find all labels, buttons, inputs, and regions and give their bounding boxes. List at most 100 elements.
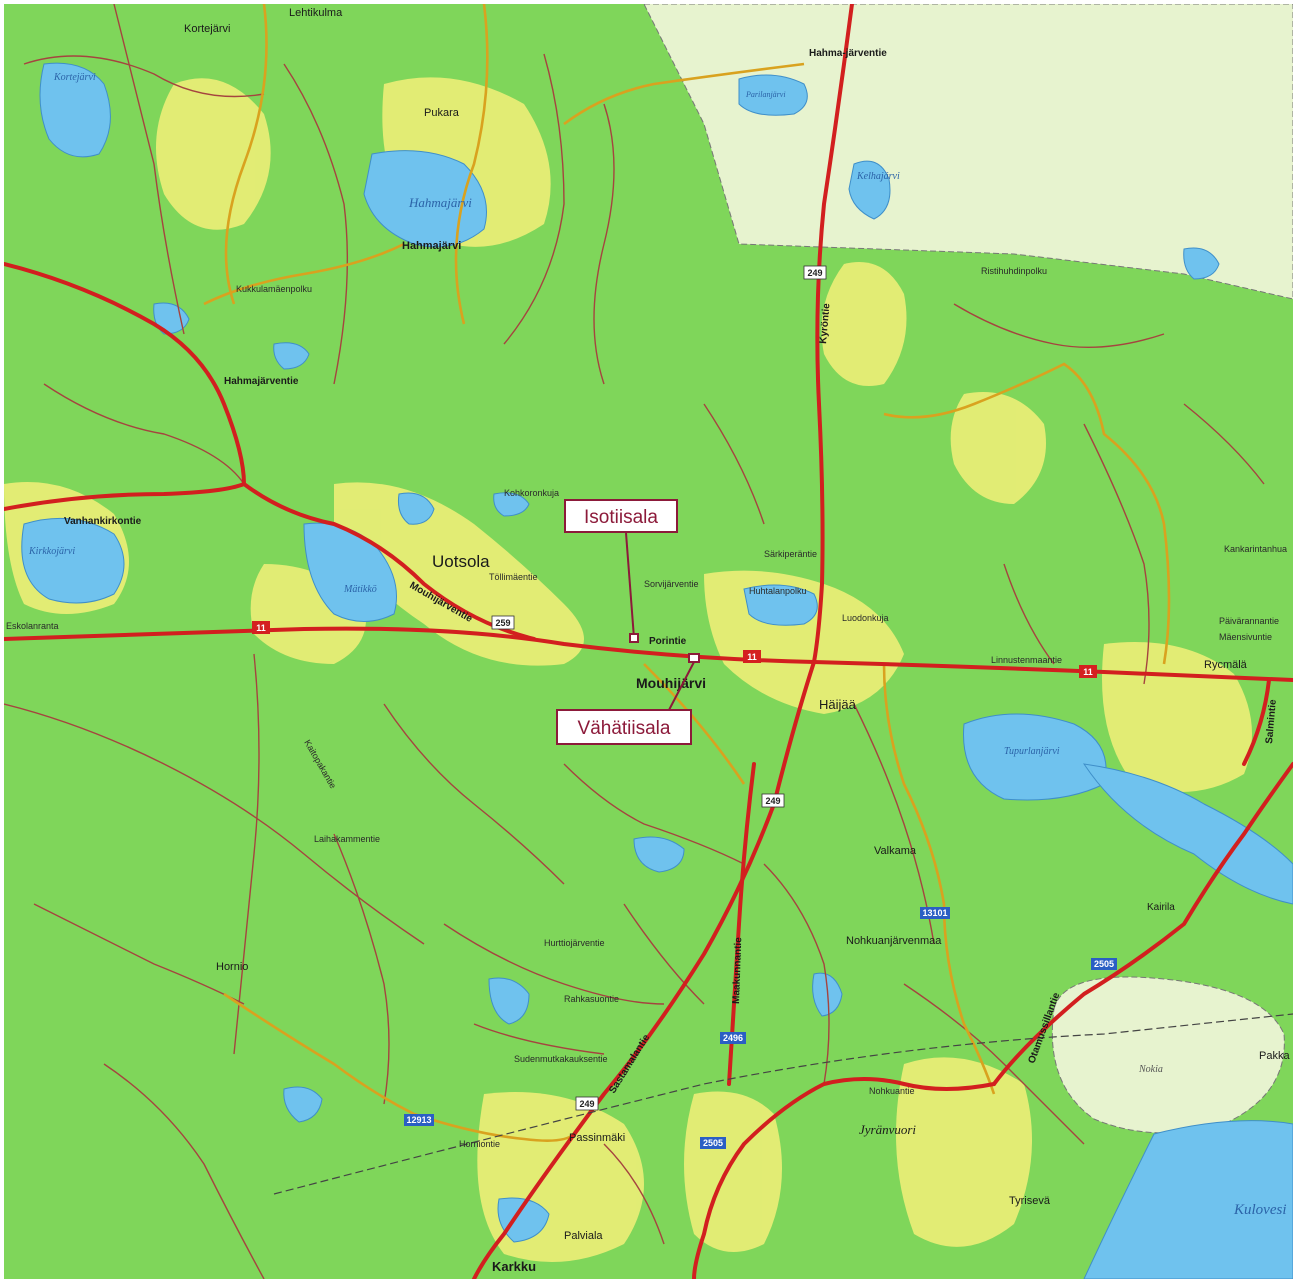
- road-nohkuantie: [692, 1077, 996, 1279]
- shield-11-c: [1079, 665, 1097, 678]
- callout-vahatiisala-leader: [668, 661, 695, 711]
- lake-kirkkojarvi: [21, 517, 125, 604]
- shield-12913-text: 12913: [406, 1115, 431, 1125]
- shield-2496-text: 2496: [723, 1033, 743, 1043]
- label-mouhijarvi: Mouhijärvi: [636, 675, 706, 691]
- label-huhtalanpolku: Huhtalanpolku: [749, 586, 807, 596]
- road-vanhankirkontie: [4, 482, 246, 511]
- label-lehtikulma: Lehtikulma: [289, 7, 343, 19]
- label-tollimaentie: Töllimäentie: [489, 572, 538, 582]
- shield-249-a-text: 249: [807, 268, 822, 278]
- callout-vahatiisala-box: [556, 709, 692, 745]
- road-salmintie: [1242, 678, 1271, 766]
- shield-11-a-text: 11: [256, 623, 266, 633]
- place-labels: Uotsola Mouhijärvi Häijää Valkama Hornio…: [184, 7, 1290, 1274]
- lake-small-4: [273, 342, 310, 370]
- label-kyrontie: Kyröntie: [818, 302, 833, 344]
- label-haijaa: Häijää: [819, 697, 857, 712]
- shield-2496: [720, 1032, 746, 1044]
- label-vanhankirkontie: Vanhankirkontie: [64, 516, 142, 527]
- label-valkama: Valkama: [874, 845, 917, 857]
- label-paivarannantie: Päivärannantie: [1219, 616, 1279, 626]
- shield-2505-text: 2505: [1094, 959, 1114, 969]
- label-eskolanranta: Eskolanranta: [6, 621, 59, 631]
- callout-vahatiisala-point: [688, 653, 700, 663]
- label-jyranvuori: Jyränvuori: [859, 1122, 916, 1137]
- label-lake-kulovesi: Kulovesi: [1233, 1202, 1287, 1218]
- shield-11-b-text: 11: [747, 652, 757, 662]
- lake-parilanjarvi: [738, 74, 808, 116]
- lakes: [21, 62, 1293, 1279]
- lake-kelhajarvi: [848, 160, 891, 220]
- label-hahmajarvi-town: Hahmajärvi: [402, 240, 461, 252]
- shield-259-text: 259: [495, 618, 510, 628]
- shield-2505-b-text: 2505: [703, 1138, 723, 1148]
- shield-249-c: [575, 1096, 599, 1111]
- road-249-north: [812, 4, 854, 664]
- callout-isotiisala[interactable]: Isotiisala: [564, 499, 678, 643]
- shield-259: [491, 615, 515, 630]
- label-pukara: Pukara: [424, 107, 460, 119]
- label-hurttiojarventie: Hurttiojärventie: [544, 938, 605, 948]
- label-salmintie: Salmintie: [1264, 699, 1279, 745]
- lake-sarkijarvi: [743, 584, 818, 626]
- main-roads: [4, 4, 1293, 1279]
- shield-2505-b: [700, 1137, 726, 1149]
- label-nohkuantie: Nohkuantie: [869, 1086, 915, 1096]
- route-shields: 11 11 11 249 249 249 259 2496 2505 2505 …: [252, 265, 1117, 1149]
- lake-sioljarvi: [398, 492, 435, 525]
- label-maensivuntie: Mäensivuntie: [1219, 632, 1272, 642]
- label-palviala: Palviala: [564, 1230, 603, 1242]
- railway: [273, 1013, 1293, 1195]
- lake-kulovesi: [1083, 1120, 1293, 1279]
- shield-249-b: [761, 793, 785, 808]
- label-hahmajarventie-top: Hahma-järventie: [809, 48, 887, 59]
- label-lake-kirkkojarvi: Kirkkojärvi: [28, 546, 75, 557]
- label-karkku: Karkku: [492, 1259, 536, 1274]
- label-passinmaki: Passinmäki: [569, 1132, 625, 1144]
- shield-249-b-text: 249: [765, 796, 780, 806]
- topographic-map[interactable]: 11 11 11 249 249 249 259 2496 2505 2505 …: [4, 4, 1293, 1279]
- shield-13101: [920, 907, 950, 919]
- lake-small-1: [488, 977, 530, 1025]
- label-horniontie: Horniontie: [459, 1139, 500, 1149]
- lake-small-6: [1183, 247, 1220, 280]
- label-maakunnantie: Maakunnantie: [731, 937, 744, 1004]
- nokia-area: [1051, 976, 1285, 1134]
- label-sorvijarventie: Sorvijärventie: [644, 579, 699, 589]
- shield-249-c-text: 249: [579, 1099, 594, 1109]
- label-kankarintanhua: Kankarintanhua: [1224, 544, 1287, 554]
- lake-hahmajarvi: [363, 150, 487, 248]
- label-kortejarvi-town: Kortejärvi: [184, 23, 230, 35]
- lake-kortejarvi: [39, 62, 111, 158]
- label-laihakammentie: Laihakammentie: [314, 834, 380, 844]
- label-lake-matikko: Mätikkö: [343, 584, 377, 595]
- road-11: [4, 626, 1293, 682]
- lake-labels: Hahmajärvi Kortejärvi Kirkkojärvi Mätikk…: [28, 72, 1287, 1218]
- label-sudenmutkakauksentie: Sudenmutkakauksentie: [514, 1054, 608, 1064]
- protected-area: [643, 4, 1293, 300]
- label-kohkoronkuja: Kohkoronkuja: [504, 488, 559, 498]
- label-uotsola: Uotsola: [432, 552, 490, 571]
- shield-11-b: [743, 650, 761, 663]
- callout-vahatiisala[interactable]: Vähätiisala: [556, 653, 700, 745]
- regional-roads: [203, 4, 1171, 1142]
- callout-isotiisala-label: Isotiisala: [584, 507, 658, 528]
- settlement-areas: [4, 77, 1252, 1262]
- label-kairila: Kairila: [1147, 902, 1175, 913]
- label-lake-kelhajarvi: Kelhajärvi: [856, 171, 900, 182]
- road-249-south: [472, 660, 816, 1279]
- label-kukkulamaenpolku: Kukkulamäenpolku: [236, 284, 312, 294]
- shield-11-a: [252, 621, 270, 634]
- shield-13101-text: 13101: [922, 908, 947, 918]
- lake-east: [1082, 763, 1293, 905]
- label-sarkiperantie: Särkiperäntie: [764, 549, 817, 559]
- shield-249-a: [803, 265, 827, 280]
- label-nohkuanjarvenmaa: Nohkuanjärvenmaa: [846, 935, 942, 947]
- label-hornio: Hornio: [216, 961, 248, 973]
- shield-2505: [1091, 958, 1117, 970]
- map-frame[interactable]: 11 11 11 249 249 249 259 2496 2505 2505 …: [4, 4, 1293, 1279]
- callout-isotiisala-leader: [625, 532, 635, 639]
- shield-12913: [404, 1114, 434, 1126]
- label-linnustenmaantie: Linnustenmaantie: [991, 655, 1062, 665]
